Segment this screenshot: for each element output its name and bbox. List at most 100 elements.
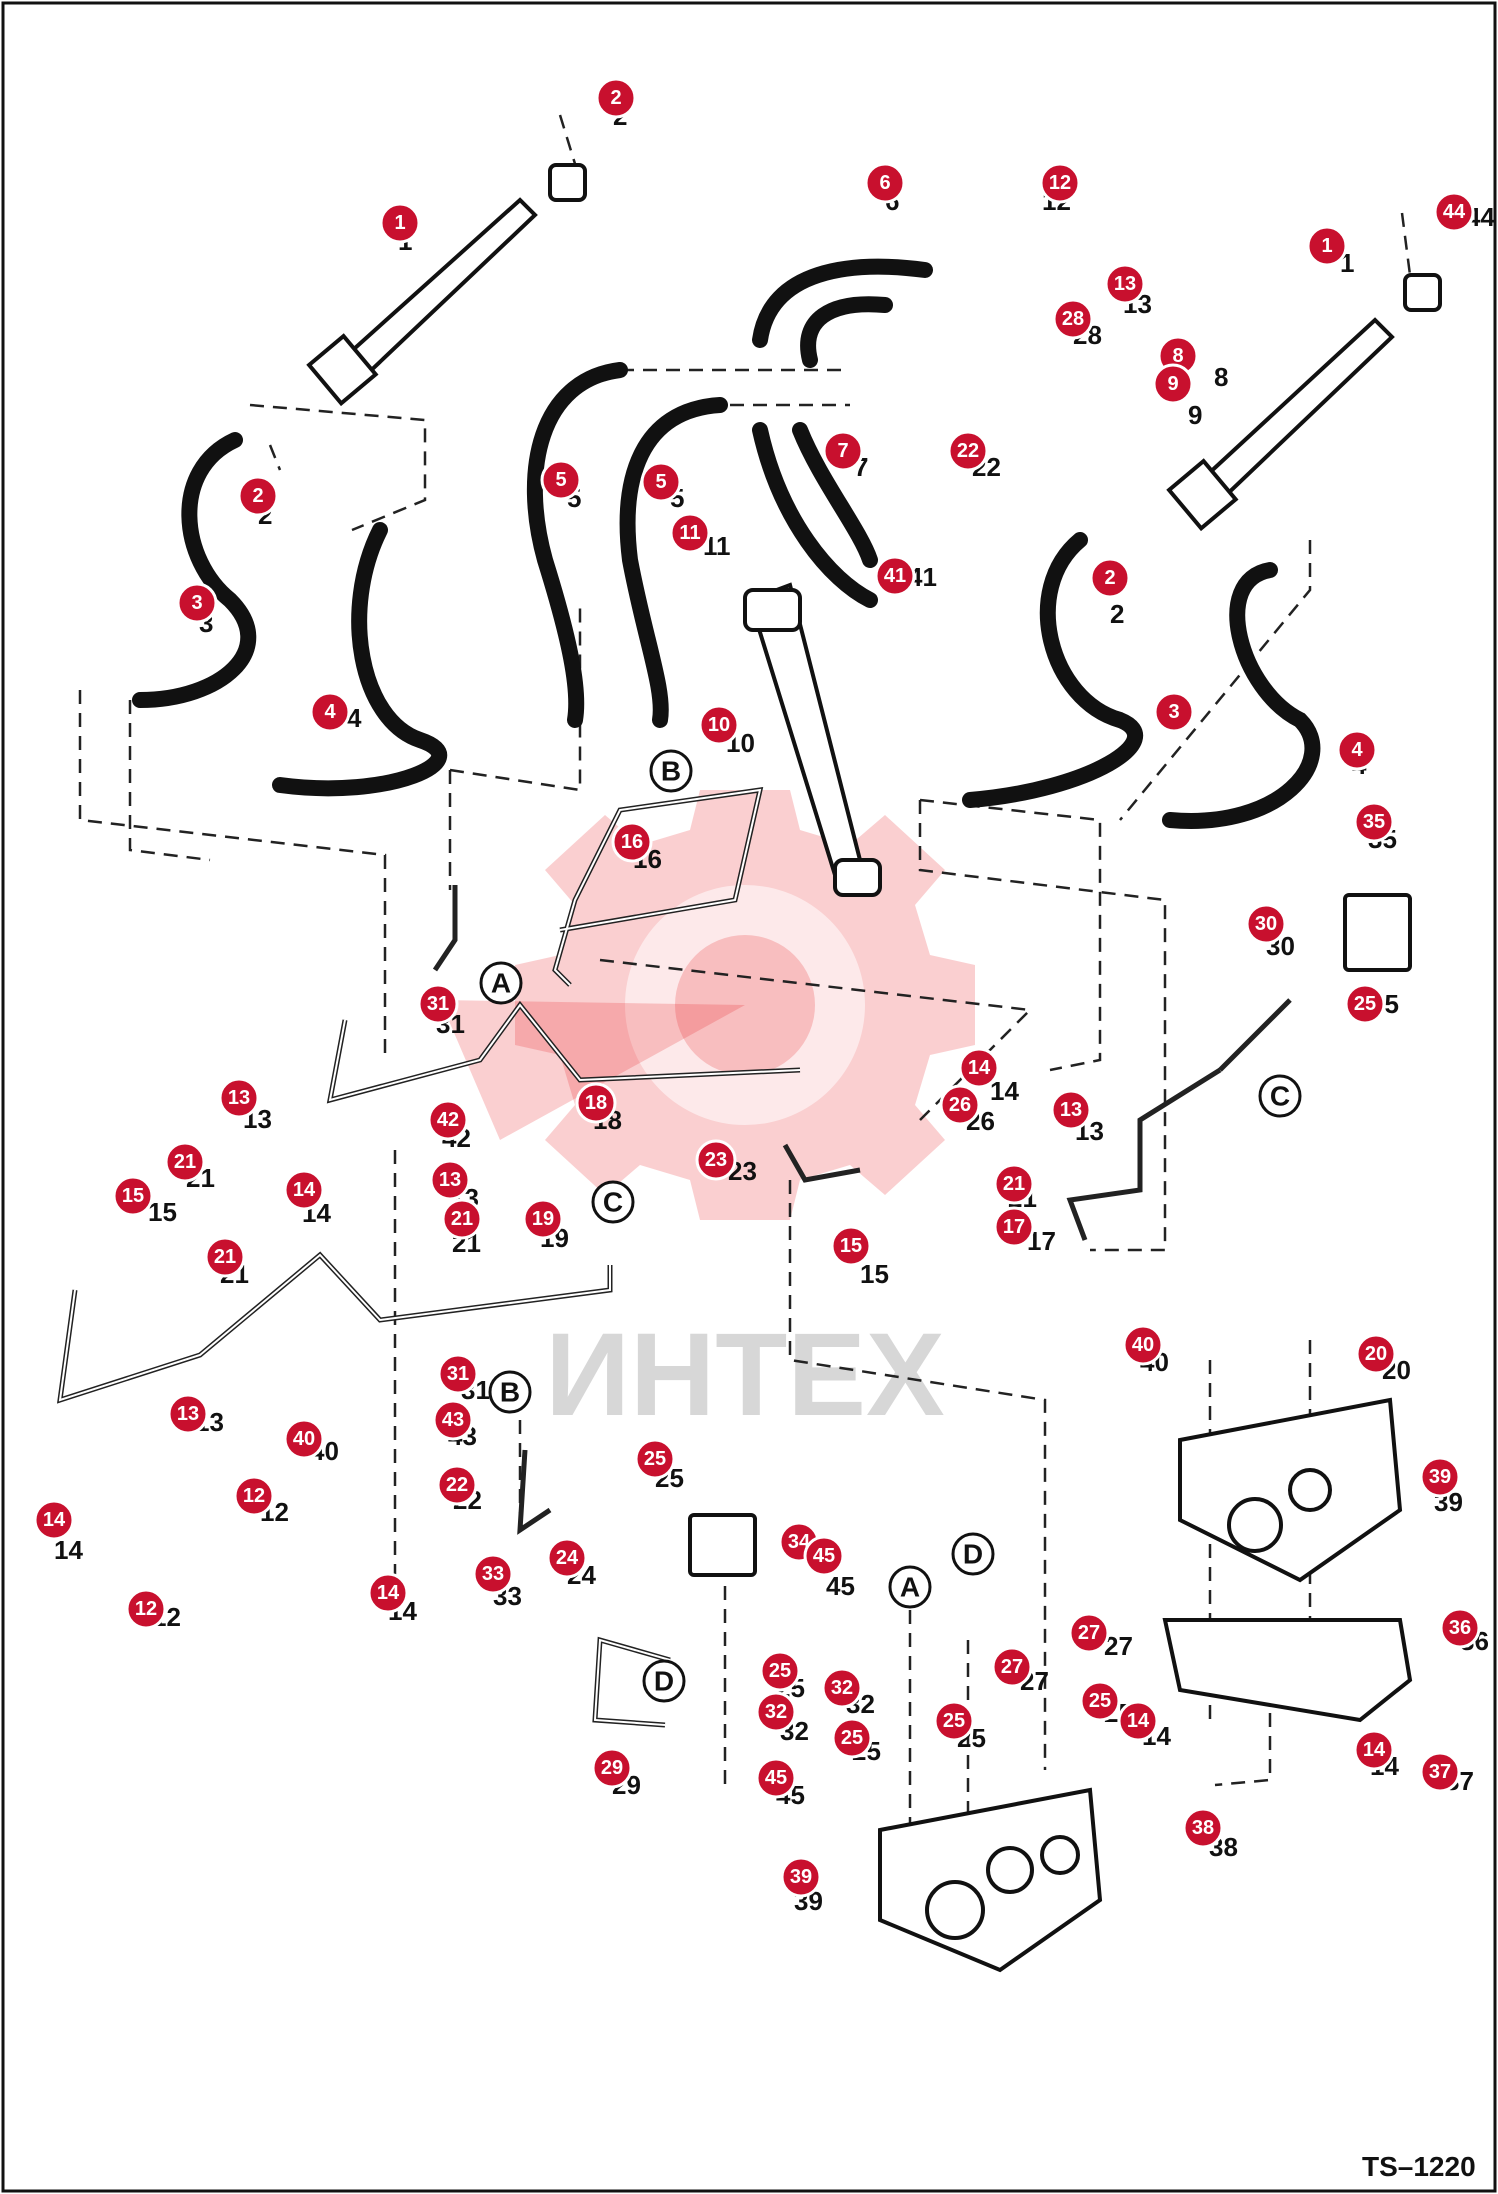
part-callout-41[interactable]: 41: [874, 555, 916, 597]
part-callout-12[interactable]: 12: [1039, 162, 1081, 204]
part-callout-2[interactable]: 2: [595, 77, 637, 119]
part-callout-21[interactable]: 21: [164, 1141, 206, 1183]
part-callout-2[interactable]: 2: [1089, 557, 1131, 599]
part-callout-13[interactable]: 13: [167, 1393, 209, 1435]
callout-marker: [939, 1084, 981, 1126]
callout-label: 33: [482, 1563, 504, 1585]
part-callout-13[interactable]: 13: [1050, 1089, 1092, 1131]
callout-label: 15: [840, 1235, 862, 1257]
part-callout-39[interactable]: 39: [780, 1856, 822, 1898]
part-callout-25[interactable]: 25: [933, 1700, 975, 1742]
connector-letter: C: [603, 1187, 623, 1218]
part-callout-18[interactable]: 18: [575, 1082, 617, 1124]
callout-marker: [1153, 691, 1195, 733]
part-callout-32[interactable]: 32: [821, 1667, 863, 1709]
part-callout-20[interactable]: 20: [1355, 1333, 1397, 1375]
part-callout-25[interactable]: 25: [759, 1650, 801, 1692]
part-callout-12[interactable]: 12: [125, 1588, 167, 1630]
part-callout-32[interactable]: 32: [755, 1691, 797, 1733]
part-callout-27[interactable]: 27: [1068, 1612, 1110, 1654]
connector-circle: [649, 749, 693, 793]
part-callout-28[interactable]: 28: [1052, 298, 1094, 340]
callout-marker: [1353, 1729, 1395, 1771]
part-callout-22[interactable]: 22: [947, 430, 989, 472]
part-callout-7[interactable]: 7: [822, 430, 864, 472]
connector-circle: [642, 1659, 686, 1703]
part-callout-26[interactable]: 26: [939, 1084, 981, 1126]
part-callout-1[interactable]: 1: [1306, 225, 1348, 267]
part-callout-15[interactable]: 15: [830, 1225, 872, 1267]
callout-label: 6: [879, 172, 890, 194]
part-callout-4[interactable]: 4: [1336, 729, 1378, 771]
part-callout-30[interactable]: 30: [1245, 903, 1287, 945]
part-callout-14[interactable]: 14: [367, 1572, 409, 1614]
callout-marker: [755, 1757, 797, 1799]
part-callout-39[interactable]: 39: [1419, 1456, 1461, 1498]
part-callout-45[interactable]: 45: [803, 1535, 845, 1577]
part-callout-14[interactable]: 14: [1353, 1729, 1395, 1771]
part-callout-40[interactable]: 40: [1122, 1324, 1164, 1366]
callout-marker: [33, 1499, 75, 1541]
part-callout-38[interactable]: 38: [1182, 1807, 1224, 1849]
part-callout-2[interactable]: 2: [237, 475, 279, 517]
callout-label: 9: [1167, 373, 1178, 395]
part-callout-21[interactable]: 21: [441, 1198, 483, 1240]
callout-marker: [429, 1159, 471, 1201]
part-callout-25[interactable]: 25: [1344, 983, 1386, 1025]
part-callout-9[interactable]: 9: [1152, 363, 1194, 405]
part-callout-15[interactable]: 15: [112, 1175, 154, 1217]
callout-label: 1: [394, 212, 405, 234]
part-callout-36[interactable]: 36: [1439, 1607, 1481, 1649]
part-callout-12[interactable]: 12: [233, 1475, 275, 1517]
part-callout-3[interactable]: 3: [176, 582, 218, 624]
part-callout-21[interactable]: 21: [993, 1163, 1035, 1205]
part-callout-22[interactable]: 22: [436, 1464, 478, 1506]
part-callout-31[interactable]: 31: [417, 983, 459, 1025]
part-callout-13[interactable]: 13: [218, 1077, 260, 1119]
part-callout-27[interactable]: 27: [991, 1646, 1033, 1688]
part-callout-14[interactable]: 14: [33, 1499, 75, 1541]
callout-marker: [695, 1139, 737, 1181]
part-callout-29[interactable]: 29: [591, 1747, 633, 1789]
part-callout-33[interactable]: 33: [472, 1553, 514, 1595]
callout-marker: [167, 1393, 209, 1435]
part-callout-16[interactable]: 16: [611, 821, 653, 863]
part-callout-10[interactable]: 10: [698, 704, 740, 746]
connector-B: B: [649, 749, 693, 793]
part-callout-40[interactable]: 40: [283, 1418, 325, 1460]
part-callout-6[interactable]: 6: [864, 162, 906, 204]
part-callout-5[interactable]: 5: [640, 461, 682, 503]
part-callout-14[interactable]: 14: [283, 1169, 325, 1211]
part-callout-45[interactable]: 45: [755, 1757, 797, 1799]
part-callout-42[interactable]: 42: [427, 1099, 469, 1141]
callout-marker: [1152, 363, 1194, 405]
part-callout-25[interactable]: 25: [831, 1717, 873, 1759]
callout-label: 14: [968, 1057, 991, 1079]
part-callout-25[interactable]: 25: [1079, 1680, 1121, 1722]
connector-letter: A: [491, 968, 511, 999]
callout-label: 3: [191, 592, 202, 614]
part-callout-31[interactable]: 31: [437, 1353, 479, 1395]
part-callout-23[interactable]: 23: [695, 1139, 737, 1181]
callout-marker: [125, 1588, 167, 1630]
part-callout-1[interactable]: 1: [379, 202, 421, 244]
part-callout-24[interactable]: 24: [546, 1537, 588, 1579]
part-callout-13[interactable]: 13: [1104, 263, 1146, 305]
part-callout-19[interactable]: 19: [522, 1198, 564, 1240]
part-callout-37[interactable]: 37: [1419, 1751, 1461, 1793]
callout-marker: [1353, 801, 1395, 843]
part-callout-21[interactable]: 21: [204, 1236, 246, 1278]
part-callout-5[interactable]: 5: [540, 459, 582, 501]
part-callout-25[interactable]: 25: [634, 1438, 676, 1480]
part-callout-3[interactable]: 3: [1153, 691, 1195, 733]
part-callout-35[interactable]: 35: [1353, 801, 1395, 843]
part-callout-43[interactable]: 43: [432, 1399, 474, 1441]
part-callout-44[interactable]: 44: [1433, 191, 1475, 233]
part-callout-13[interactable]: 13: [429, 1159, 471, 1201]
part-callout-4[interactable]: 4: [309, 691, 351, 733]
part-callout-17[interactable]: 17: [993, 1206, 1035, 1248]
part-callout-14[interactable]: 14: [958, 1047, 1000, 1089]
part-callout-14[interactable]: 14: [1117, 1700, 1159, 1742]
part-callout-11[interactable]: 11: [669, 512, 711, 554]
